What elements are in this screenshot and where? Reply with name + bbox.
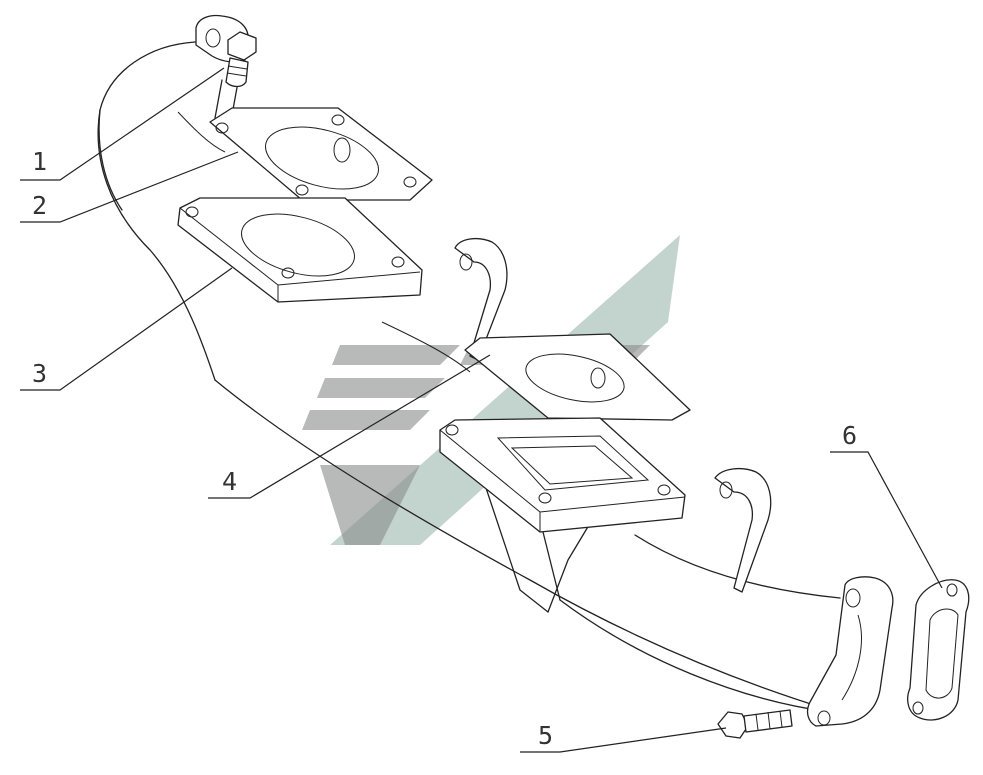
part-1-bolt xyxy=(225,31,257,88)
exhaust-manifold xyxy=(97,14,894,727)
manifold-outlet-flange xyxy=(439,417,686,533)
leader-1 xyxy=(20,67,225,181)
leader-4 xyxy=(208,354,491,499)
leader-6 xyxy=(830,451,943,589)
callout-6: 6 xyxy=(842,421,857,450)
leader-3 xyxy=(20,267,233,391)
callout-2: 2 xyxy=(32,191,47,220)
callout-4: 4 xyxy=(222,467,237,496)
part-3-spacer-flange xyxy=(177,197,423,303)
leader-5 xyxy=(520,727,727,753)
leader-2 xyxy=(20,151,239,223)
leader-lines xyxy=(20,67,943,753)
part-2-gasket xyxy=(209,107,433,201)
callout-3: 3 xyxy=(32,359,47,388)
callout-5: 5 xyxy=(538,721,553,750)
callout-1: 1 xyxy=(32,147,47,176)
part-4-gasket xyxy=(464,333,691,421)
part-5-bolt xyxy=(717,709,793,739)
callout-labels: 1 2 3 4 5 6 xyxy=(32,147,857,750)
part-6-outlet-gasket xyxy=(907,579,970,721)
